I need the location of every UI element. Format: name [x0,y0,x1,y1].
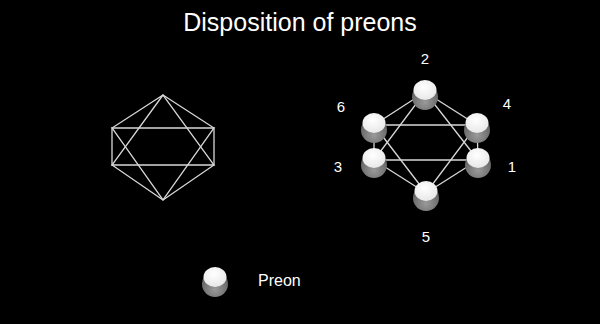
preon-highlight [467,148,490,168]
callout-number: 6 [337,99,345,114]
preon-highlight [415,181,438,201]
preon-highlight [204,267,227,287]
callout-number: 4 [503,96,511,111]
preon-link [374,159,478,160]
legend-swatch [202,267,228,297]
preon-spheres [361,80,491,211]
diagram-title: Disposition of preons [183,10,416,35]
preon-sphere [413,181,439,211]
callout-number: 1 [508,159,516,174]
callout-number: 5 [422,229,430,244]
octahedron-face [112,128,214,200]
preon-highlight [414,80,437,100]
preon-link [374,124,477,125]
preon-sphere [361,148,387,178]
preon-sphere [361,113,387,143]
callout-number: 2 [421,51,429,66]
octahedron-drawing [112,95,214,200]
legend-text: Preon [258,273,301,289]
preon-highlight [363,148,386,168]
preon-highlight [466,113,489,133]
octahedron-outline [112,95,214,200]
preon-sphere [412,80,438,110]
preon-sphere [465,148,491,178]
callout-number: 3 [334,159,342,174]
octahedron-face [112,95,214,165]
preon-sphere [464,113,490,143]
preon-highlight [363,113,386,133]
